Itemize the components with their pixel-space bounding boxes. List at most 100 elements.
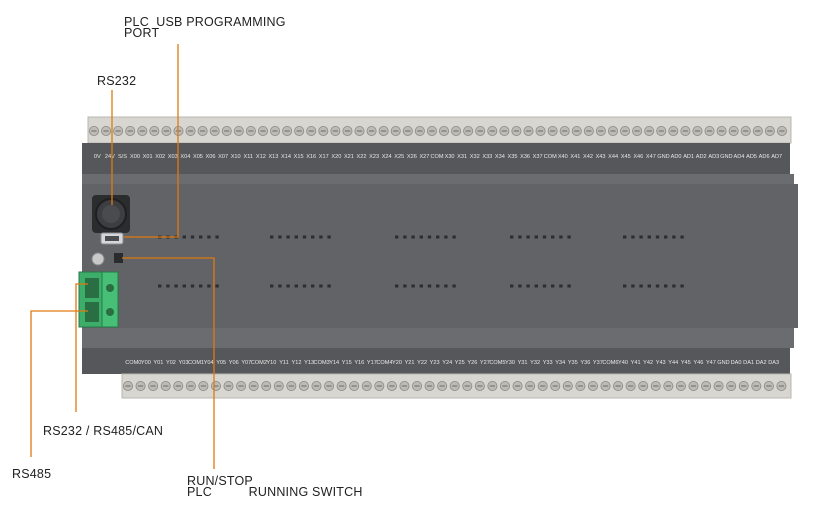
led-indicator bbox=[403, 284, 407, 288]
top-terminal-screws bbox=[89, 126, 787, 137]
bottom-terminal-label: Y07 bbox=[241, 360, 251, 366]
led-indicator bbox=[286, 235, 290, 239]
bottom-terminal-label: Y12 bbox=[292, 360, 302, 366]
bottom-terminal-label: COM3 bbox=[314, 360, 330, 366]
top-terminal-label: AD7 bbox=[771, 154, 782, 160]
top-terminal-label: X27 bbox=[419, 154, 429, 160]
run-stop-callout-line2: PLC RUNNING SWITCH bbox=[187, 485, 363, 499]
top-terminal-label: X25 bbox=[394, 154, 404, 160]
top-terminal-label: X05 bbox=[193, 154, 203, 160]
led-indicator bbox=[395, 235, 399, 239]
led-indicator bbox=[680, 235, 684, 239]
top-terminal-label: X36 bbox=[520, 154, 530, 160]
mounting-screw bbox=[91, 252, 105, 266]
bottom-terminal-label: Y37 bbox=[593, 360, 603, 366]
bottom-terminal-label: COM2 bbox=[251, 360, 267, 366]
led-indicator bbox=[631, 235, 635, 239]
bottom-label-band bbox=[82, 348, 790, 374]
bottom-terminal-label: Y21 bbox=[405, 360, 415, 366]
top-terminal-label: X14 bbox=[281, 154, 291, 160]
led-indicator bbox=[327, 235, 331, 239]
led-indicator bbox=[518, 235, 522, 239]
top-terminal-label: X23 bbox=[369, 154, 379, 160]
top-terminal-label: X22 bbox=[357, 154, 367, 160]
bottom-terminal-label: Y23 bbox=[430, 360, 440, 366]
top-terminal-label: X44 bbox=[608, 154, 618, 160]
rs232-callout: RS232 bbox=[97, 74, 137, 88]
top-terminal-label: X35 bbox=[508, 154, 518, 160]
led-indicator bbox=[542, 235, 547, 239]
led-indicator bbox=[395, 284, 399, 288]
led-indicator bbox=[559, 235, 563, 239]
top-terminal-label: COM bbox=[430, 154, 443, 160]
top-terminal-label: X16 bbox=[306, 154, 316, 160]
connector-body bbox=[101, 271, 119, 328]
usb-port-callout-line2: PORT bbox=[124, 26, 160, 40]
bottom-terminal-label: Y01 bbox=[153, 360, 163, 366]
usb-port-slot bbox=[105, 236, 119, 241]
bottom-terminal-label: Y00 bbox=[141, 360, 151, 366]
usb-callout-line bbox=[124, 44, 179, 238]
led-indicator bbox=[419, 284, 423, 288]
top-terminal-label: X06 bbox=[206, 154, 216, 160]
bottom-terminal-label: Y22 bbox=[417, 360, 427, 366]
led-indicator bbox=[270, 284, 274, 288]
bottom-terminal-label: Y47 bbox=[706, 360, 716, 366]
top-terminal-label: X03 bbox=[168, 154, 178, 160]
led-indicator bbox=[542, 284, 547, 288]
top-terminal-label: X40 bbox=[558, 154, 568, 160]
led-indicator bbox=[534, 284, 538, 288]
led-indicator bbox=[623, 284, 627, 288]
led-indicator bbox=[452, 235, 456, 239]
bottom-terminal-label: Y44 bbox=[668, 360, 678, 366]
led-indicator bbox=[452, 284, 456, 288]
led-indicator bbox=[655, 284, 660, 288]
bottom-terminal-label: Y43 bbox=[656, 360, 666, 366]
led-indicator bbox=[680, 284, 684, 288]
top-terminal-label: X24 bbox=[382, 154, 392, 160]
run-stop-callout-line bbox=[122, 257, 215, 469]
bottom-terminal-label: DA3 bbox=[768, 360, 779, 366]
bottom-terminal-label: Y05 bbox=[216, 360, 226, 366]
top-terminal-label: X13 bbox=[268, 154, 278, 160]
led-indicator bbox=[551, 284, 555, 288]
usb-port-callout: PLC USB PROGRAMMING PORT bbox=[124, 16, 286, 40]
bottom-terminal-label: Y45 bbox=[681, 360, 691, 366]
rs485-callout-line bbox=[30, 310, 88, 457]
led-indicator bbox=[278, 284, 282, 288]
led-indicator bbox=[207, 284, 211, 288]
top-terminal-label: AD6 bbox=[759, 154, 770, 160]
led-indicator bbox=[411, 235, 415, 239]
led-indicator bbox=[664, 284, 668, 288]
bottom-terminal-label: Y16 bbox=[354, 360, 364, 366]
top-terminal-label: X12 bbox=[256, 154, 266, 160]
led-indicator bbox=[534, 235, 538, 239]
bottom-terminal-label: Y35 bbox=[568, 360, 578, 366]
led-indicator bbox=[559, 284, 563, 288]
top-terminal-label: S/S bbox=[118, 154, 127, 160]
connector-screw-2 bbox=[106, 308, 114, 316]
housing-ridge-top bbox=[82, 174, 794, 184]
led-indicator bbox=[639, 284, 643, 288]
led-indicator bbox=[672, 235, 676, 239]
led-indicator bbox=[270, 235, 274, 239]
led-indicator bbox=[419, 235, 423, 239]
bottom-terminal-label: Y41 bbox=[631, 360, 641, 366]
bottom-terminal-label: COM1 bbox=[188, 360, 204, 366]
top-terminal-label: X31 bbox=[457, 154, 467, 160]
bottom-terminal-label: Y27 bbox=[480, 360, 490, 366]
led-indicator bbox=[215, 235, 219, 239]
led-indicator bbox=[311, 235, 315, 239]
bottom-terminal-label: Y24 bbox=[442, 360, 452, 366]
top-terminal-label: X21 bbox=[344, 154, 354, 160]
top-terminal-label: X46 bbox=[633, 154, 643, 160]
bottom-terminal-label: Y46 bbox=[693, 360, 703, 366]
bottom-terminal-label: Y14 bbox=[329, 360, 339, 366]
led-indicator bbox=[672, 284, 676, 288]
top-terminal-label: 0V bbox=[94, 154, 101, 160]
top-terminal-label: AD3 bbox=[708, 154, 719, 160]
led-indicator bbox=[510, 284, 514, 288]
